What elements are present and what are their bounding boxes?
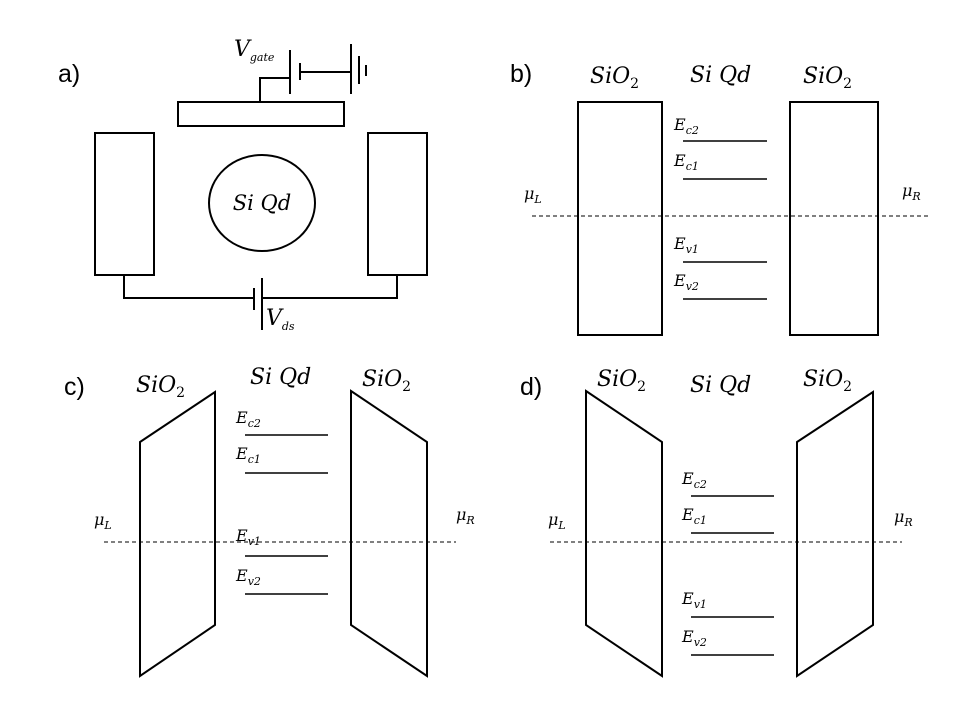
mu-right-label: μR [456,505,475,527]
right-oxide-label: SiO2 [362,367,411,395]
mu-right-label: μR [902,181,921,203]
panel-d: d) SiO2 Si Qd SiO2 μL μR Ec2 Ec1 Ev1 Ev2 [520,367,913,678]
mu-left-label: μL [524,184,542,206]
level-ev2-label: Ev2 [681,627,707,649]
level-ec1-label: Ec1 [673,151,699,173]
level-ec2-label: Ec2 [235,408,261,430]
gate-voltage-label: Vgate [234,37,275,64]
panel-c-tag: c) [64,373,85,401]
center-dot-label: Si Qd [690,373,751,398]
level-ev1-label: Ev1 [673,234,699,256]
level-ec1-label: Ec1 [235,444,261,466]
left-barrier [577,101,663,336]
source-electrode [94,132,155,276]
mu-left-label: μL [94,510,112,532]
ds-wire-right [262,275,398,299]
center-dot-label: Si Qd [690,63,751,88]
right-barrier [796,390,874,678]
panel-d-tag: d) [520,373,542,401]
panel-b: b) SiO2 Si Qd SiO2 μL μR Ec2 Ec1 Ev1 Ev2 [510,60,928,336]
right-oxide-label: SiO2 [803,367,852,395]
mu-right-label: μR [894,507,913,529]
left-oxide-label: SiO2 [136,373,185,401]
gate-wire [259,77,290,102]
right-barrier [350,389,428,678]
drain-electrode [367,132,428,276]
left-oxide-label: SiO2 [590,64,639,92]
left-barrier [139,390,216,678]
mu-left-label: μL [548,510,566,532]
level-ec2-label: Ec2 [681,469,707,491]
right-barrier [789,101,879,336]
ds-wire-left [123,275,254,299]
panel-b-tag: b) [510,60,532,88]
level-ev2-label: Ev2 [235,566,261,588]
panel-a: a) Vgate Si Qd Vds [58,37,428,333]
quantum-dot [208,154,316,252]
ground-icon [350,44,367,94]
level-ec1-label: Ec1 [681,505,707,527]
left-barrier [585,389,663,678]
left-oxide-label: SiO2 [597,367,646,395]
level-ev2-label: Ev2 [673,271,699,293]
quantum-dot-label: Si Qd [233,191,291,215]
gate-electrode [177,101,345,127]
drain-source-voltage-label: Vds [266,306,295,333]
panel-c: c) SiO2 Si Qd SiO2 μL μR Ec2 Ec1 Ev1 Ev2 [64,365,475,678]
panel-a-tag: a) [58,60,80,88]
level-ev1-label: Ev1 [235,526,261,548]
level-ev1-label: Ev1 [681,589,707,611]
level-ec2-label: Ec2 [673,115,699,137]
right-oxide-label: SiO2 [803,64,852,92]
center-dot-label: Si Qd [250,365,311,390]
